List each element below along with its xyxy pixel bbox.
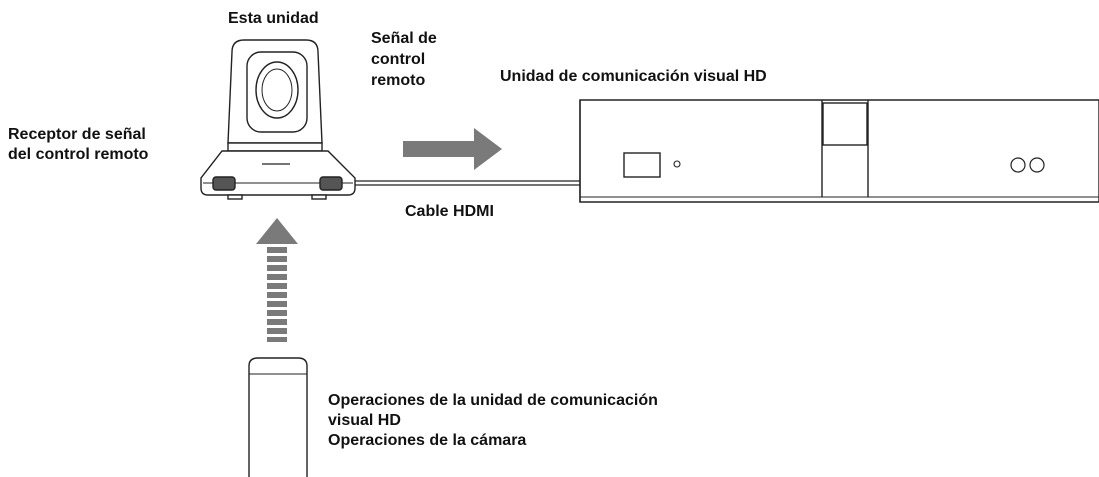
receiver-window-left bbox=[212, 176, 236, 191]
hd-unit-label: Unidad de comunicación visual HD bbox=[500, 68, 767, 85]
front-button-1 bbox=[1010, 157, 1026, 173]
remote-signal-label-line1: Señal de bbox=[371, 30, 437, 47]
receiver-label-line1: Receptor de señal bbox=[8, 126, 146, 143]
hdmi-cable bbox=[346, 180, 580, 186]
remote-signal-label-line3: remoto bbox=[371, 72, 426, 89]
indicator-lamp bbox=[673, 160, 681, 168]
front-window bbox=[623, 152, 661, 178]
remote-operation-arrow bbox=[256, 218, 298, 342]
remote-signal-arrow bbox=[403, 128, 502, 170]
operations-label-line2: visual HD bbox=[328, 412, 401, 429]
remote-control bbox=[248, 357, 308, 477]
receiver-window-right bbox=[319, 176, 343, 191]
front-button-2 bbox=[1029, 157, 1045, 173]
receiver-label-line2: del control remoto bbox=[8, 146, 149, 163]
remote-signal-label-line2: control bbox=[371, 51, 426, 68]
operations-label-line1: Operaciones de la unidad de comunicación bbox=[328, 392, 658, 409]
camera-unit bbox=[200, 39, 356, 200]
hd-visual-communication-unit bbox=[579, 99, 1099, 203]
this-unit-label: Esta unidad bbox=[228, 10, 319, 27]
operations-label-line3: Operaciones de la cámara bbox=[328, 432, 527, 449]
hdmi-cable-label: Cable HDMI bbox=[405, 203, 494, 220]
